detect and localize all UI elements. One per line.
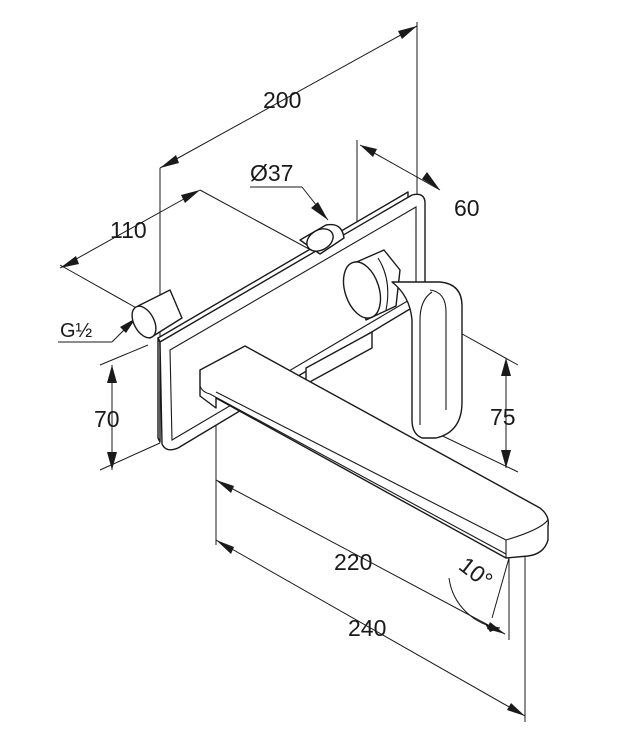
dimension-arrows <box>60 26 525 716</box>
arrow-220-left <box>216 480 234 493</box>
label-60: 60 <box>454 195 480 221</box>
cover-plate-back <box>157 337 161 443</box>
label-220: 220 <box>334 549 372 575</box>
spout <box>199 345 550 559</box>
arrow-75-bottom <box>501 450 511 468</box>
spout-top-edge <box>199 370 507 555</box>
arrow-110-left <box>60 256 79 268</box>
arrow-110-right <box>181 190 200 203</box>
connection-pipe-end <box>131 305 157 339</box>
faucet-body <box>131 191 550 559</box>
arrow-70-top <box>107 365 117 383</box>
lever-base-face <box>342 261 382 319</box>
label-110: 110 <box>110 217 147 243</box>
spout-side-edge <box>215 391 507 541</box>
label-70: 70 <box>94 406 120 432</box>
arrow-angle <box>485 624 500 632</box>
arrow-thread <box>120 318 136 333</box>
lever-handle <box>391 281 463 439</box>
label-angle: 10° <box>454 552 497 594</box>
lever-handle-edge <box>429 289 447 410</box>
label-diameter: Ø37 <box>250 160 293 186</box>
arrow-60-right <box>422 172 440 190</box>
boss-face <box>306 228 334 252</box>
label-240: 240 <box>348 615 386 641</box>
lever-handle-inner <box>419 291 433 425</box>
arrow-70-bottom <box>107 452 117 470</box>
spout-tip-edge <box>505 519 549 541</box>
lever-base-ring <box>377 257 389 311</box>
dimension-lines <box>58 22 526 722</box>
arrow-60-left <box>360 145 377 157</box>
arrow-diameter <box>311 202 328 220</box>
spout-bottom <box>305 331 373 385</box>
arrow-75-top <box>501 358 511 376</box>
arrow-240-right <box>507 703 525 716</box>
label-75: 75 <box>490 404 516 430</box>
arrow-200-left <box>160 155 179 168</box>
label-thread: G½ <box>60 320 93 342</box>
arrow-240-left <box>216 540 234 554</box>
label-200: 200 <box>263 87 301 113</box>
arrow-200-right <box>398 26 417 39</box>
